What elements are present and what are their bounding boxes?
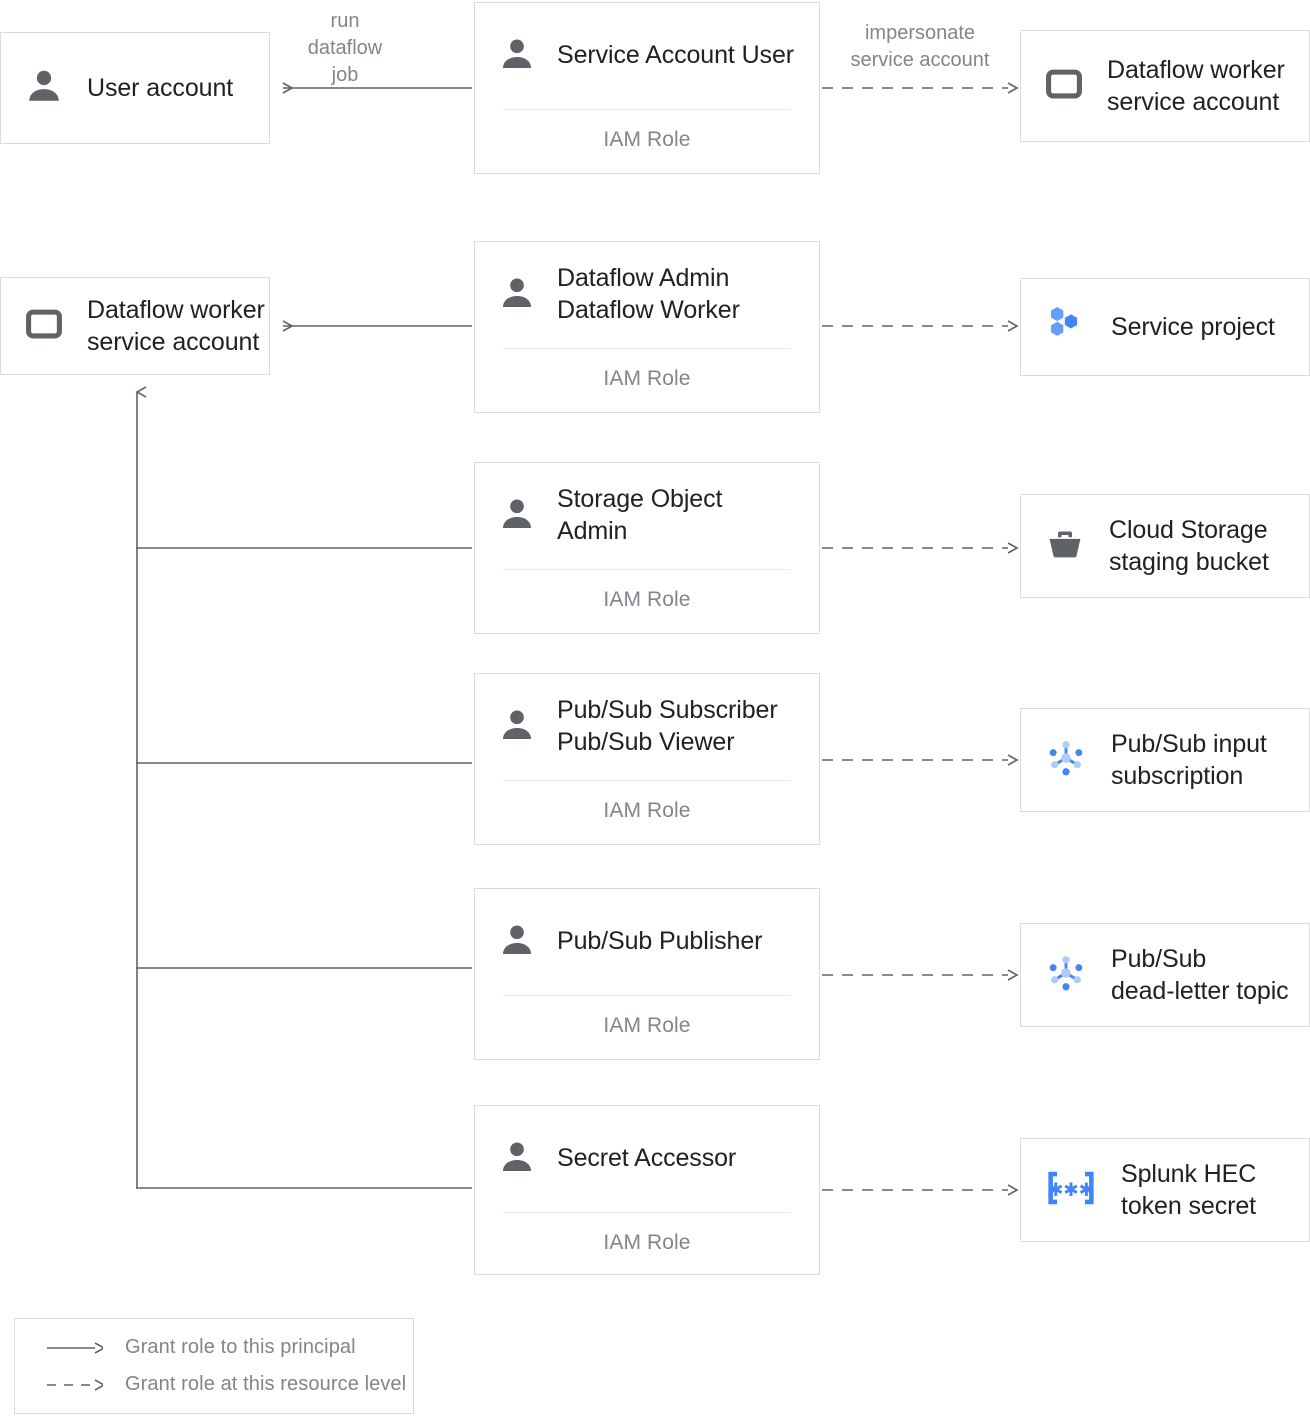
divider	[503, 348, 791, 349]
divider	[503, 780, 791, 781]
secret-manager-icon: ✱✱✱	[1043, 1166, 1099, 1215]
divider	[503, 1212, 791, 1213]
divider	[503, 569, 791, 570]
role-card-header: Pub/Sub Subscriber Pub/Sub Viewer	[475, 674, 819, 780]
dashed-arrow-icon	[47, 1378, 103, 1391]
role-card-footer: IAM Role	[475, 570, 819, 633]
role-card-roles: Secret Accessor	[557, 1144, 737, 1173]
resource-pubsub-input-subscription[interactable]: Pub/Sub input subscription	[1020, 708, 1310, 812]
role-card-footer: IAM Role	[475, 110, 819, 173]
resource-splunk-hec-token-secret[interactable]: ✱✱✱ Splunk HEC token secret	[1020, 1138, 1310, 1242]
iam-role-label: IAM Role	[603, 588, 691, 611]
role-card-roles: Dataflow Admin Dataflow Worker	[557, 264, 740, 324]
resource-label: Pub/Sub input subscription	[1111, 729, 1267, 791]
person-icon	[497, 920, 537, 965]
resource-label: Dataflow worker service account	[1107, 55, 1285, 117]
edge-label-impersonate-service-account: impersonate service account	[850, 22, 990, 71]
principal-user-account[interactable]: User account	[0, 32, 270, 144]
role-card-pubsub-publisher[interactable]: Pub/Sub Publisher IAM Role	[474, 888, 820, 1060]
person-icon	[23, 65, 65, 112]
role-card-header: Pub/Sub Publisher	[475, 889, 819, 995]
resource-dataflow-worker-service-account[interactable]: Dataflow worker service account	[1020, 30, 1310, 142]
cloud-storage-bucket-icon	[1043, 522, 1087, 571]
role-card-storage-object-admin[interactable]: Storage Object Admin IAM Role	[474, 462, 820, 634]
principal-dataflow-worker-service-account[interactable]: Dataflow worker service account	[0, 277, 270, 375]
legend-row-dashed: Grant role at this resource level	[45, 1373, 413, 1396]
iam-role-label: IAM Role	[603, 367, 691, 390]
role-card-dataflow-admin-worker[interactable]: Dataflow Admin Dataflow Worker IAM Role	[474, 241, 820, 413]
solid-arrow-icon	[47, 1341, 103, 1354]
service-account-icon	[1043, 63, 1085, 110]
resource-service-project[interactable]: Service project	[1020, 278, 1310, 376]
divider	[503, 995, 791, 996]
role-card-header: Dataflow Admin Dataflow Worker	[475, 242, 819, 348]
legend: Grant role to this principal Grant role …	[14, 1318, 414, 1414]
resource-label: Pub/Sub dead-letter topic	[1111, 944, 1289, 1006]
role-card-service-account-user[interactable]: Service Account User IAM Role	[474, 2, 820, 174]
role-card-roles: Pub/Sub Subscriber Pub/Sub Viewer	[557, 696, 778, 756]
role-card-secret-accessor[interactable]: Secret Accessor IAM Role	[474, 1105, 820, 1275]
resource-label: Splunk HEC token secret	[1121, 1159, 1257, 1221]
legend-label-dashed: Grant role at this resource level	[125, 1373, 407, 1395]
resource-pubsub-dead-letter-topic[interactable]: Pub/Sub dead-letter topic	[1020, 923, 1310, 1027]
role-card-footer: IAM Role	[475, 781, 819, 844]
resource-label: Service project	[1111, 312, 1275, 341]
resource-label: Cloud Storage staging bucket	[1109, 515, 1269, 577]
person-icon	[497, 705, 537, 750]
role-card-roles: Service Account User	[557, 41, 794, 70]
role-card-roles: Pub/Sub Publisher	[557, 927, 763, 956]
role-card-header: Storage Object Admin	[475, 463, 819, 569]
role-card-footer: IAM Role	[475, 349, 819, 412]
project-hexagons-icon	[1043, 302, 1089, 353]
person-icon	[497, 273, 537, 318]
divider	[503, 109, 791, 110]
role-card-header: Service Account User	[475, 3, 819, 109]
principal-label: Dataflow worker service account	[87, 295, 265, 357]
iam-role-label: IAM Role	[603, 1231, 691, 1254]
legend-label-solid: Grant role to this principal	[125, 1336, 356, 1358]
iam-role-label: IAM Role	[603, 1014, 691, 1037]
person-icon	[497, 1137, 537, 1182]
person-icon	[497, 34, 537, 79]
legend-row-solid: Grant role to this principal	[45, 1336, 413, 1359]
iam-role-label: IAM Role	[603, 799, 691, 822]
role-card-footer: IAM Role	[475, 1213, 819, 1274]
pubsub-icon	[1043, 735, 1089, 786]
role-card-header: Secret Accessor	[475, 1106, 819, 1212]
svg-text:✱✱✱: ✱✱✱	[1048, 1179, 1094, 1200]
person-icon	[497, 494, 537, 539]
role-card-footer: IAM Role	[475, 996, 819, 1059]
role-card-pubsub-subscriber-viewer[interactable]: Pub/Sub Subscriber Pub/Sub Viewer IAM Ro…	[474, 673, 820, 845]
service-account-icon	[23, 303, 65, 350]
edge-label-run-dataflow-job: run dataflow job	[307, 10, 383, 86]
principal-label: User account	[87, 73, 234, 102]
pubsub-icon	[1043, 950, 1089, 1001]
role-card-roles: Storage Object Admin	[557, 485, 723, 545]
iam-role-label: IAM Role	[603, 128, 691, 151]
resource-cloud-storage-staging-bucket[interactable]: Cloud Storage staging bucket	[1020, 494, 1310, 598]
